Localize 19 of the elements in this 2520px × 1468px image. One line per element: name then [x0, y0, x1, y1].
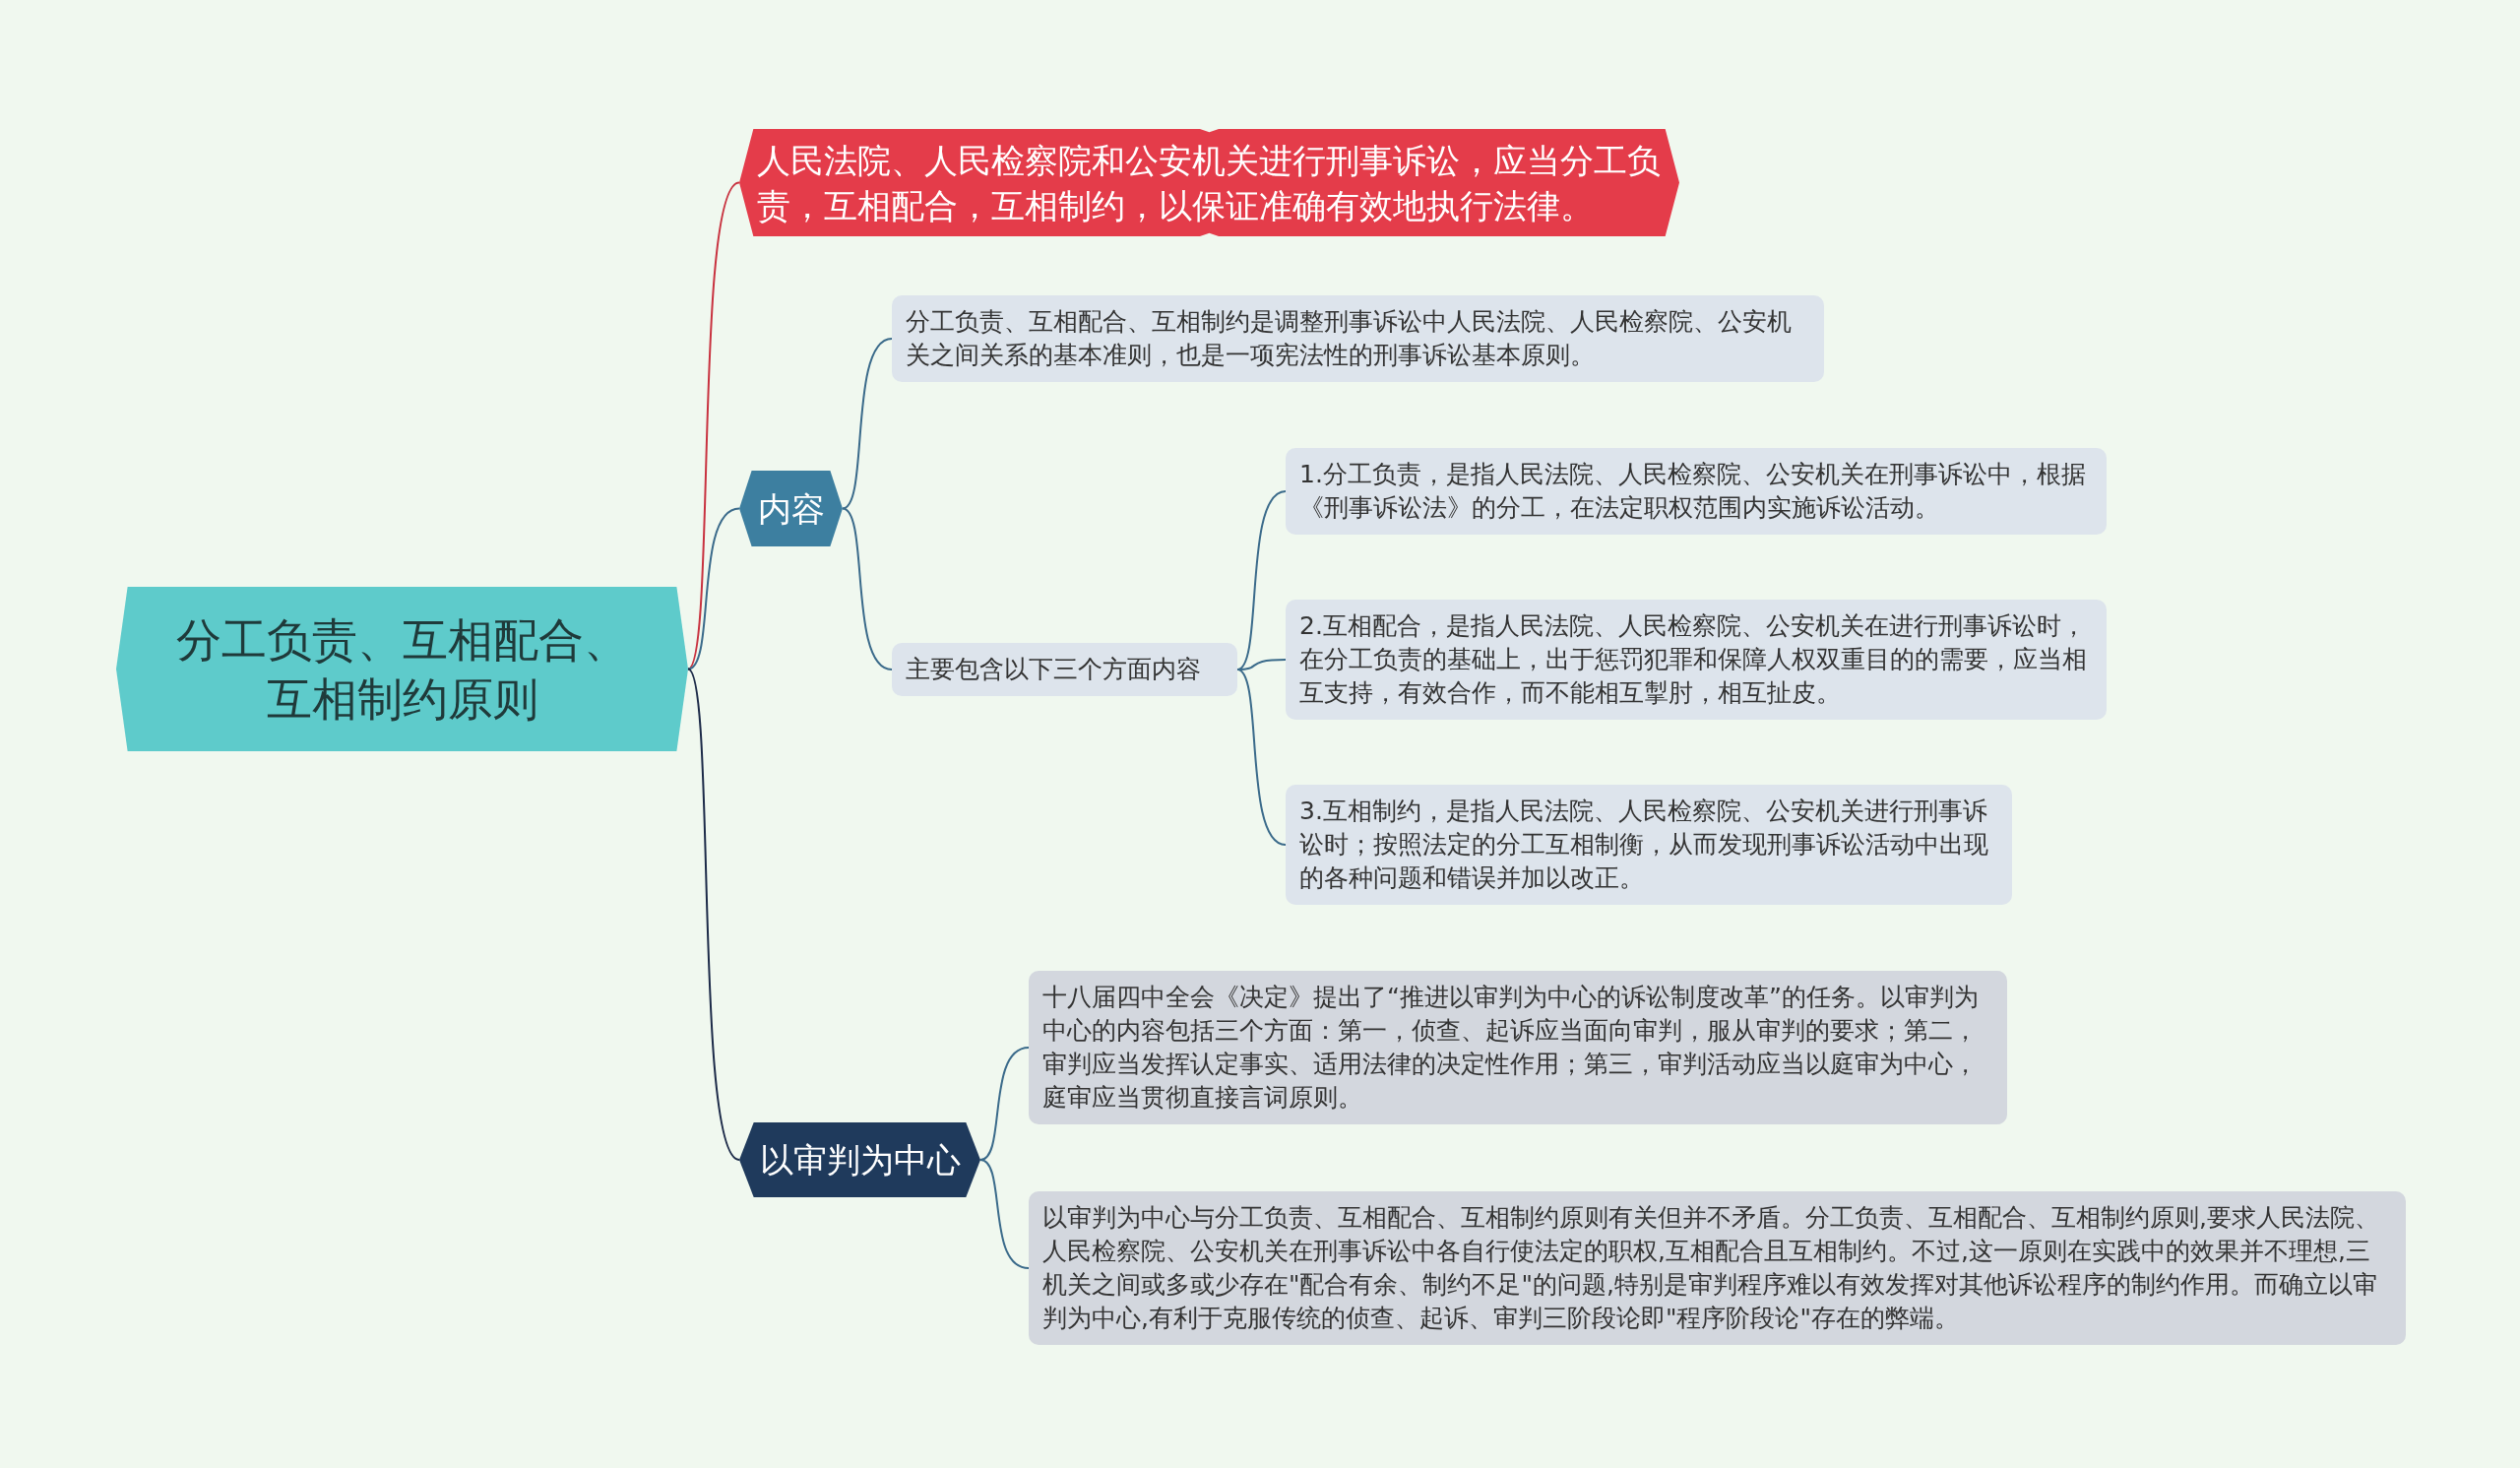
- connector-line: [687, 668, 740, 1161]
- connector-line: [979, 1047, 1030, 1161]
- text-box: 十八届四中全会《决定》提出了“推进以审判为中心的诉讼制度改革”的任务。以审判为中心的内容包括三个方面：第一，侦查、起诉应当面向审判，服从审判的要求；第二，审判应当发挥认定事实、适用法律的决定性作用；第三，审判活动应当以庭审为中心，庭审应当贯彻直接言词原则。: [1029, 971, 2007, 1124]
- connector-line: [842, 507, 893, 670]
- text-box: 主要包含以下三个方面内容: [892, 643, 1237, 696]
- topic-box: 人民法院、人民检察院和公安机关进行刑事诉讼，应当分工负责，互相配合，互相制约，以保证准确有效地执行法律。: [739, 129, 1679, 236]
- connector-line: [1236, 659, 1287, 670]
- connector-line: [1236, 490, 1287, 670]
- connector-line: [1236, 669, 1287, 846]
- text-box: 2.互相配合，是指人民法院、人民检察院、公安机关在进行刑事诉讼时，在分工负责的基础上，出于惩罚犯罪和保障人权双重目的的需要，应当相互支持，有效合作，而不能相互掣肘，相互扯皮。: [1286, 600, 2107, 720]
- connector-line: [687, 181, 740, 670]
- connector-line: [979, 1159, 1030, 1269]
- text-box: 以审判为中心与分工负责、互相配合、互相制约原则有关但并不矛盾。分工负责、互相配合、互相制约原则,要求人民法院、人民检察院、公安机关在刑事诉讼中各自行使法定的职权,互相配合且互相制约。不过,这一原则在实践中的效果并不理想,三机关之间或多或少存在"配合有余、制约不足"的问题,特别是审判程序难以有效发挥对其他诉讼程序的制约作用。而确立以审判为中心,有利于克服传统的侦查、起诉、审判三阶段论即"程序阶段论"存在的弊端。: [1029, 1191, 2406, 1345]
- text-box: 3.互相制约，是指人民法院、人民检察院、公安机关进行刑事诉讼时；按照法定的分工互相制衡，从而发现刑事诉讼活动中出现的各种问题和错误并加以改正。: [1286, 785, 2012, 905]
- text-box: 1.分工负责，是指人民法院、人民检察院、公安机关在刑事诉讼中，根据《刑事诉讼法》的分工，在法定职权范围内实施诉讼活动。: [1286, 448, 2107, 535]
- text-box: 分工负责、互相配合、互相制约是调整刑事诉讼中人民法院、人民检察院、公安机关之间关系的基本准则，也是一项宪法性的刑事诉讼基本原则。: [892, 295, 1824, 382]
- root-topic: 分工负责、互相配合、互相制约原则: [116, 587, 688, 751]
- connector-line: [842, 338, 893, 510]
- connector-line: [687, 507, 740, 670]
